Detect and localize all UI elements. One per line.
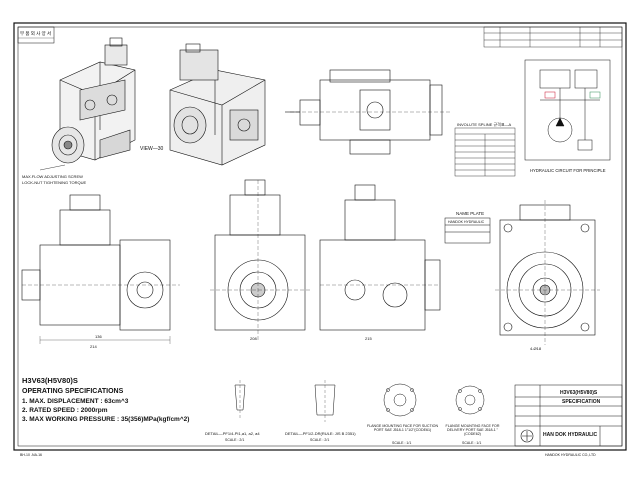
- detail-1-scale: SCALE : 2/1: [225, 438, 244, 442]
- flange-suction-scale: SCALE : 1/1: [392, 441, 411, 445]
- rear-view: [319, 184, 441, 331]
- name-plate-label: NAME PLATE: [456, 211, 484, 216]
- model-title: H3V63(H5V80)S: [22, 376, 78, 385]
- iso-view-pump-right: [169, 43, 266, 166]
- footer-left: BH-10 -NA-16: [20, 453, 42, 457]
- circuit-label: HYDRAULIC CIRCUIT FOR PRINCIPLE: [530, 168, 606, 173]
- title-drawing-no: H3V63(H5V80)S: [560, 390, 598, 396]
- iso-view-pump-left: [39, 37, 136, 171]
- name-plate: [444, 217, 491, 244]
- side-view: [210, 179, 310, 340]
- front-view: [21, 194, 180, 344]
- footer-right: HANDOK HYDRAULIC CO.,LTD: [545, 453, 596, 457]
- flow-note-2: LOCK-NUT TIGHTENING TORQUE: [22, 180, 86, 185]
- company-name: HAN DOK HYDRAULIC: [543, 432, 598, 438]
- spec-item-2: 2. RATED SPEED : 2000rpm: [22, 407, 108, 414]
- border-frame: [13, 22, 627, 451]
- flange-delivery-drawing: [455, 385, 485, 415]
- flange-suction-label: FLANGE MOUNTING FACE FOR SUCTION PORT SA…: [366, 424, 439, 433]
- spline-table-title: INVOLUTE SPLINE 규격표—A: [457, 121, 511, 127]
- detail-2-scale: SCALE : 2/1: [310, 438, 329, 442]
- company-logo: [520, 429, 534, 443]
- detail-1-drawing: [234, 380, 246, 420]
- spec-item-3: 3. MAX WORKING PRESSURE : 35(356)MPa(kgf…: [22, 415, 189, 423]
- dim-side-1: 208: [250, 336, 257, 341]
- detail-2-drawing: [314, 380, 336, 422]
- stamp-box: 부 품 외 사 양 서: [17, 26, 55, 44]
- spec-item-1: 1. MAX. DISPLACEMENT : 63cm^3: [22, 397, 129, 405]
- dim-end-1: 4-Ø18: [530, 346, 542, 351]
- flange-delivery-label: FLANGE MOUNTING FACE FOR DELIVERY PORT S…: [445, 424, 500, 437]
- flow-note: MAX.FLOW ADJUSTING SCREW: [22, 174, 83, 179]
- detail-1-label: DETAIL—PF1/4-PI1,a1, a2, a4: [205, 431, 260, 436]
- iso-view-label: VIEW—30: [140, 146, 164, 152]
- flange-suction-drawing: [383, 383, 417, 417]
- top-view: [285, 69, 450, 155]
- detail-2-label: DETAIL—PF1/2-DR(RULE: JIS B 2351): [285, 431, 356, 436]
- dim-rear-1: 215: [365, 336, 372, 341]
- spline-table: [454, 127, 516, 177]
- revision-table: [483, 26, 623, 48]
- flange-delivery-scale: SCALE : 1/1: [462, 441, 481, 445]
- stamp-text: 부 품 외 사 양 서: [20, 30, 51, 37]
- title-block: [514, 384, 623, 447]
- end-view: [495, 200, 600, 345]
- title-spec: SPECIFICATION: [562, 399, 601, 405]
- dim-front-2: 214: [90, 344, 97, 349]
- hydraulic-circuit: [524, 59, 611, 161]
- inner-border: [17, 26, 623, 447]
- dim-front-1: 136: [95, 334, 102, 339]
- specs-heading: OPERATING SPECIFICATIONS: [22, 388, 124, 395]
- name-plate-brand: HANDOK HYDRAULIC: [448, 220, 485, 224]
